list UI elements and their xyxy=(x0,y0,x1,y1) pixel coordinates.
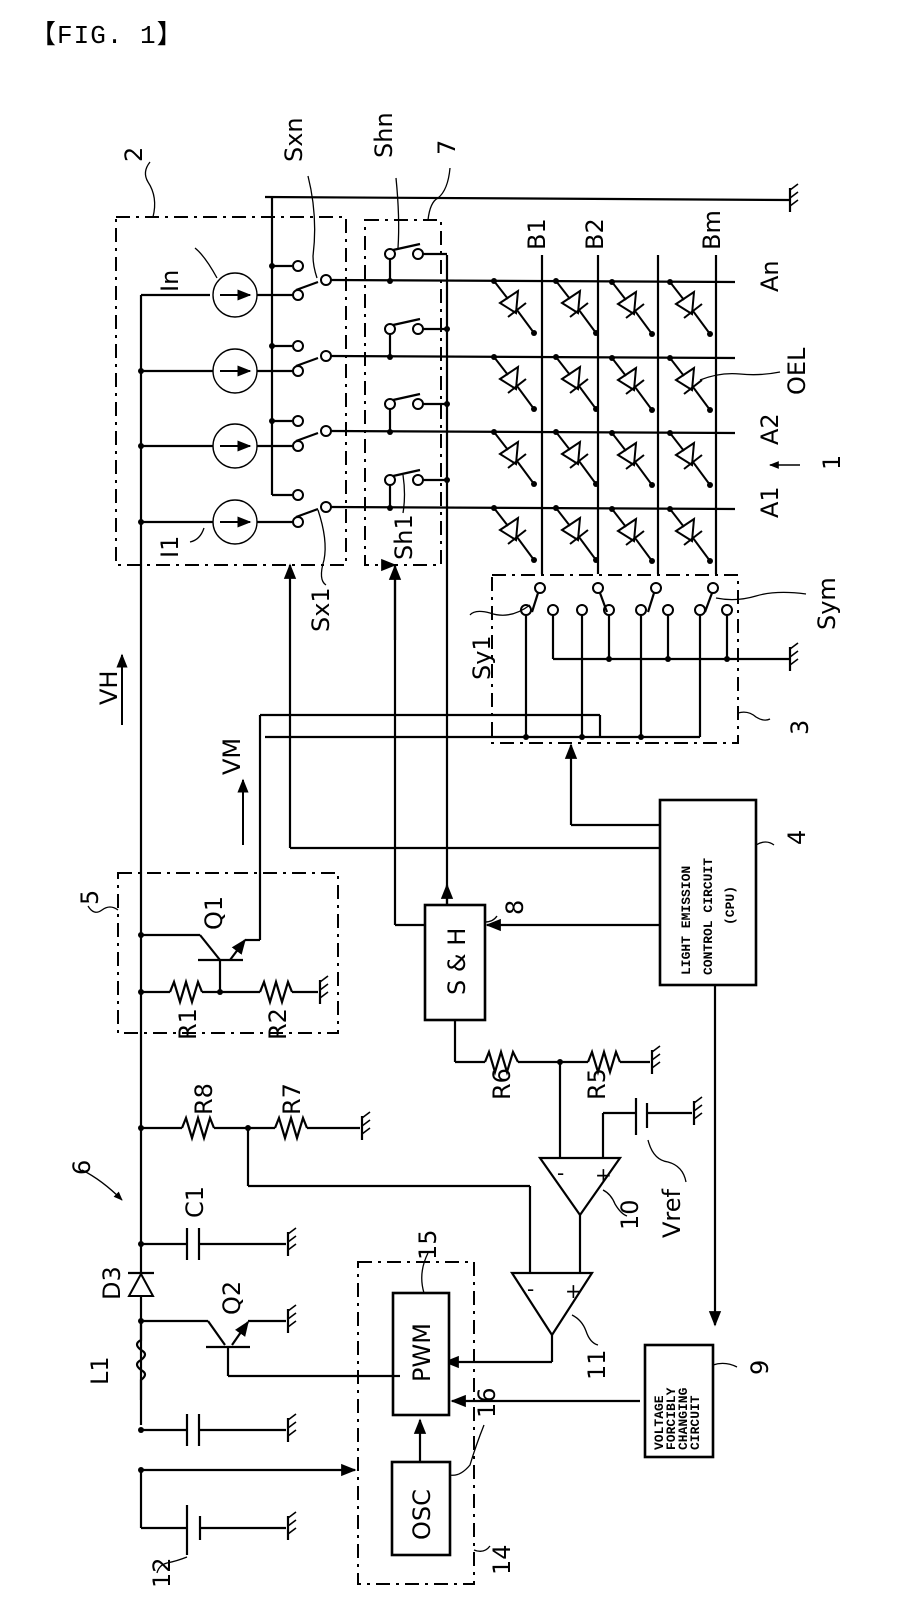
vref-source xyxy=(603,1098,692,1158)
label-b1: B1 xyxy=(523,218,551,250)
label-bm: Bm xyxy=(698,210,726,250)
svg-text:(CPU): (CPU) xyxy=(723,886,738,925)
svg-text:-: - xyxy=(557,1161,564,1185)
svg-text:R1: R1 xyxy=(174,1008,202,1040)
label-oel: OEL xyxy=(783,347,811,395)
label-shn: Shn xyxy=(370,112,398,158)
svg-text:R8: R8 xyxy=(190,1083,218,1115)
svg-text:D3: D3 xyxy=(98,1266,126,1300)
label-an: An xyxy=(756,260,784,292)
resistors-r1-r2 xyxy=(138,982,318,1002)
anode-switches xyxy=(257,261,331,527)
ref-9-label: 9 xyxy=(746,1360,774,1375)
label-sx1: Sx1 xyxy=(307,587,335,632)
label-in: In xyxy=(156,270,184,292)
svg-text:C1: C1 xyxy=(181,1186,209,1218)
svg-text:+: + xyxy=(565,1279,582,1303)
ref-14-label: 14 xyxy=(488,1544,516,1575)
ref-12-label: 12 xyxy=(148,1557,176,1588)
svg-text:11: 11 xyxy=(583,1349,611,1380)
inductor-l1 xyxy=(137,1321,145,1400)
oel-matrix xyxy=(491,255,716,574)
ref-6-label: 6 xyxy=(68,1160,96,1175)
svg-text:+: + xyxy=(595,1163,612,1187)
ref-3-label: 3 xyxy=(786,720,814,735)
vh-label: VH xyxy=(95,671,123,705)
svg-text:CIRCUIT: CIRCUIT xyxy=(688,1395,703,1450)
label-b2: B2 xyxy=(581,218,609,250)
resistors-r6-r5 xyxy=(455,1020,650,1158)
transistor-q2 xyxy=(138,1318,400,1376)
battery-12 xyxy=(141,1505,286,1555)
svg-text:-: - xyxy=(527,1277,534,1301)
svg-text:L1: L1 xyxy=(86,1356,114,1385)
svg-text:PWM: PWM xyxy=(408,1323,436,1382)
svg-text:10: 10 xyxy=(616,1199,644,1230)
capacitor-c1 xyxy=(138,1228,286,1260)
label-i1: I1 xyxy=(156,536,184,558)
ref-2-label: 2 xyxy=(120,147,148,162)
diode-d3 xyxy=(128,1273,154,1296)
ref-7-label: 7 xyxy=(433,140,461,155)
input-capacitor xyxy=(138,1414,286,1446)
ref-1-label: 1 xyxy=(818,455,846,470)
label-a2: A2 xyxy=(756,413,784,445)
ground-rail-top xyxy=(265,197,790,200)
label-sy1: Sy1 xyxy=(468,635,496,680)
svg-text:R5: R5 xyxy=(583,1068,611,1100)
svg-text:R7: R7 xyxy=(278,1083,306,1115)
vm-label: VM xyxy=(218,738,246,775)
current-source-2 xyxy=(141,424,257,468)
resistors-r8-r7 xyxy=(138,1118,530,1186)
label-a1: A1 xyxy=(756,486,784,518)
vref-label: Vref xyxy=(658,1188,686,1238)
svg-text:LIGHT EMISSION: LIGHT EMISSION xyxy=(679,866,694,975)
svg-text:R6: R6 xyxy=(488,1068,516,1100)
ref-16-label: 16 xyxy=(473,1387,501,1418)
ref-5-label: 5 xyxy=(76,890,104,905)
label-sxn: Sxn xyxy=(280,117,308,162)
svg-text:OSC: OSC xyxy=(408,1489,436,1540)
current-source-n xyxy=(213,273,257,317)
svg-text:S & H: S & H xyxy=(443,928,471,995)
voltage-source-block xyxy=(118,873,338,1033)
current-source-3 xyxy=(141,349,257,393)
svg-text:CONTROL CIRCUIT: CONTROL CIRCUIT xyxy=(701,858,716,975)
ground-symbol xyxy=(790,184,798,212)
reset-block xyxy=(365,220,441,565)
svg-text:Q2: Q2 xyxy=(218,1281,246,1315)
anode-driver-block xyxy=(116,217,346,565)
svg-text:Q1: Q1 xyxy=(200,896,228,930)
comparator-10: - + xyxy=(540,1158,620,1273)
ref-8-label: 8 xyxy=(501,900,529,915)
ref-4-label: 4 xyxy=(783,830,811,845)
svg-text:R2: R2 xyxy=(264,1008,292,1040)
comparator-11: - + xyxy=(445,1186,592,1362)
ref-15-label: 15 xyxy=(414,1229,442,1260)
label-sym: Sym xyxy=(813,577,841,630)
label-sh1: Sh1 xyxy=(390,514,418,560)
